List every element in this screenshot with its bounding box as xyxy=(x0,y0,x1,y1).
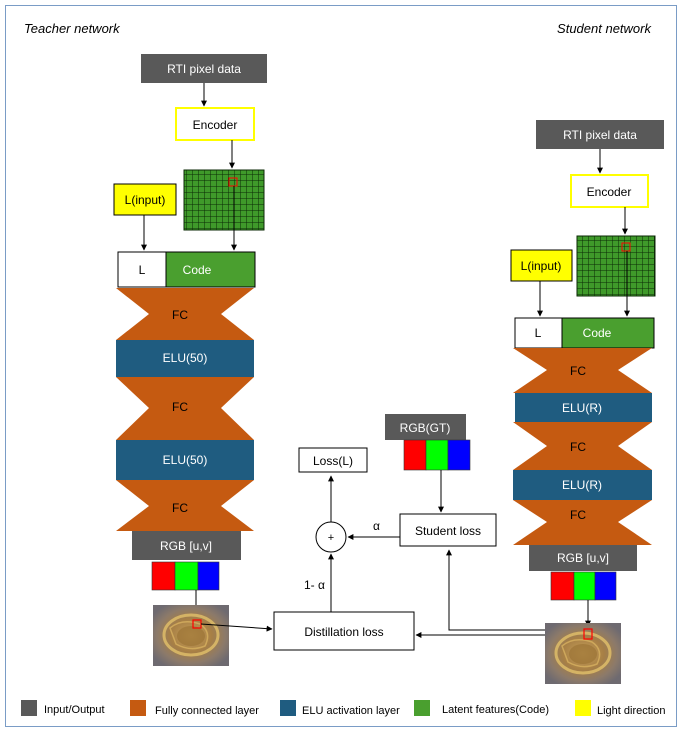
student-rgb-red xyxy=(550,571,575,601)
student-sample-image xyxy=(545,623,621,684)
student-output-label: RGB [u,v] xyxy=(557,551,609,565)
legend-swatch-io xyxy=(21,700,37,716)
student-fc-2-label: FC xyxy=(570,440,586,454)
legend-swatch-code xyxy=(414,700,430,716)
rgb-gt-label: RGB(GT) xyxy=(400,421,451,435)
teacher-network: RTI pixel data Encoder L(input) L Code F… xyxy=(113,54,267,666)
student-input-box xyxy=(536,120,664,149)
teacher-code-label: Code xyxy=(183,263,212,277)
teacher-fc-3 xyxy=(116,480,254,531)
teacher-rgb-blue xyxy=(197,561,220,591)
student-fc-3-label: FC xyxy=(570,508,586,522)
student-fc-3 xyxy=(513,500,652,545)
alpha-label: α xyxy=(373,519,380,533)
student-output-box xyxy=(529,545,637,571)
student-code-label: Code xyxy=(583,326,612,340)
student-elu-1-label: ELU(R) xyxy=(562,401,602,415)
teacher-fc-2-label: FC xyxy=(172,400,188,414)
sum-node-label: + xyxy=(328,532,334,544)
student-light-box xyxy=(510,249,573,282)
teacher-fc-1 xyxy=(116,288,254,340)
legend-label-io: Input/Output xyxy=(44,704,105,716)
legend-swatch-fc xyxy=(130,700,146,716)
teacher-grid-highlight xyxy=(228,177,238,187)
teacher-elu-2-label: ELU(50) xyxy=(163,453,208,467)
teacher-code-cell xyxy=(165,251,256,288)
student-light-label: L(input) xyxy=(521,259,562,273)
teacher-sample-image xyxy=(153,605,229,666)
gt-rgb-green xyxy=(425,439,449,471)
student-image-pixel xyxy=(583,628,593,640)
legend: Input/Output Fully connected layer ELU a… xyxy=(21,700,666,717)
student-loss-box xyxy=(399,513,497,547)
teacher-rgb-green xyxy=(174,561,199,591)
student-latent-grid xyxy=(576,235,656,297)
student-title: Student network xyxy=(557,21,652,36)
teacher-light-box xyxy=(113,183,177,216)
teacher-input-box xyxy=(141,54,267,83)
diagram-frame xyxy=(5,5,677,727)
legend-swatch-light xyxy=(575,700,591,716)
student-fc-1 xyxy=(513,348,652,393)
student-rgb-green xyxy=(573,571,596,601)
student-grid-highlight xyxy=(621,242,631,252)
teacher-encoder-label: Encoder xyxy=(193,118,238,132)
student-input-label: RTI pixel data xyxy=(563,128,637,142)
teacher-light-label: L(input) xyxy=(125,193,166,207)
legend-swatch-elu xyxy=(280,700,296,716)
teacher-fc-2 xyxy=(116,377,254,440)
distillation-loss-box xyxy=(273,611,415,651)
student-fc-2 xyxy=(513,422,652,470)
student-l-cell xyxy=(514,317,563,349)
legend-label-elu: ELU activation layer xyxy=(302,705,400,717)
student-elu-2-label: ELU(R) xyxy=(562,478,602,492)
distillation-loss-label: Distillation loss xyxy=(304,625,383,639)
teacher-rgb-red xyxy=(151,561,176,591)
student-elu-1 xyxy=(515,393,652,422)
student-rgb-blue xyxy=(594,571,617,601)
loss-section: Distillation loss 1- α + Loss(L) RGB(GT)… xyxy=(273,414,497,651)
teacher-input-label: RTI pixel data xyxy=(167,62,241,76)
student-encoder-label: Encoder xyxy=(587,185,632,199)
student-encoder-box xyxy=(570,174,649,208)
teacher-elu-1-label: ELU(50) xyxy=(163,351,208,365)
teacher-latent-grid xyxy=(183,169,265,231)
teacher-fc-1-label: FC xyxy=(172,308,188,322)
teacher-fc-3-label: FC xyxy=(172,501,188,515)
legend-label-fc: Fully connected layer xyxy=(155,705,259,717)
rgb-gt-box xyxy=(385,414,466,440)
total-loss-label: Loss(L) xyxy=(313,454,353,468)
student-l-label: L xyxy=(535,326,542,340)
legend-label-code: Latent features(Code) xyxy=(442,704,549,716)
teacher-encoder-box xyxy=(175,107,255,141)
total-loss-box xyxy=(298,447,368,473)
teacher-output-label: RGB [u,v] xyxy=(160,539,212,553)
student-fc-1-label: FC xyxy=(570,364,586,378)
teacher-elu-1 xyxy=(116,340,254,377)
one-minus-alpha-label: 1- α xyxy=(304,578,325,592)
teacher-output-box xyxy=(132,531,241,560)
teacher-title: Teacher network xyxy=(24,21,121,36)
teacher-l-label: L xyxy=(139,263,146,277)
student-code-cell xyxy=(561,317,655,349)
student-elu-2 xyxy=(513,470,652,500)
legend-label-light: Light direction xyxy=(597,705,666,717)
gt-rgb-blue xyxy=(447,439,471,471)
teacher-elu-2 xyxy=(116,440,254,480)
gt-rgb-red xyxy=(403,439,427,471)
student-network: RTI pixel data Encoder L(input) L Code F… xyxy=(510,120,664,684)
student-loss-label: Student loss xyxy=(415,524,481,538)
